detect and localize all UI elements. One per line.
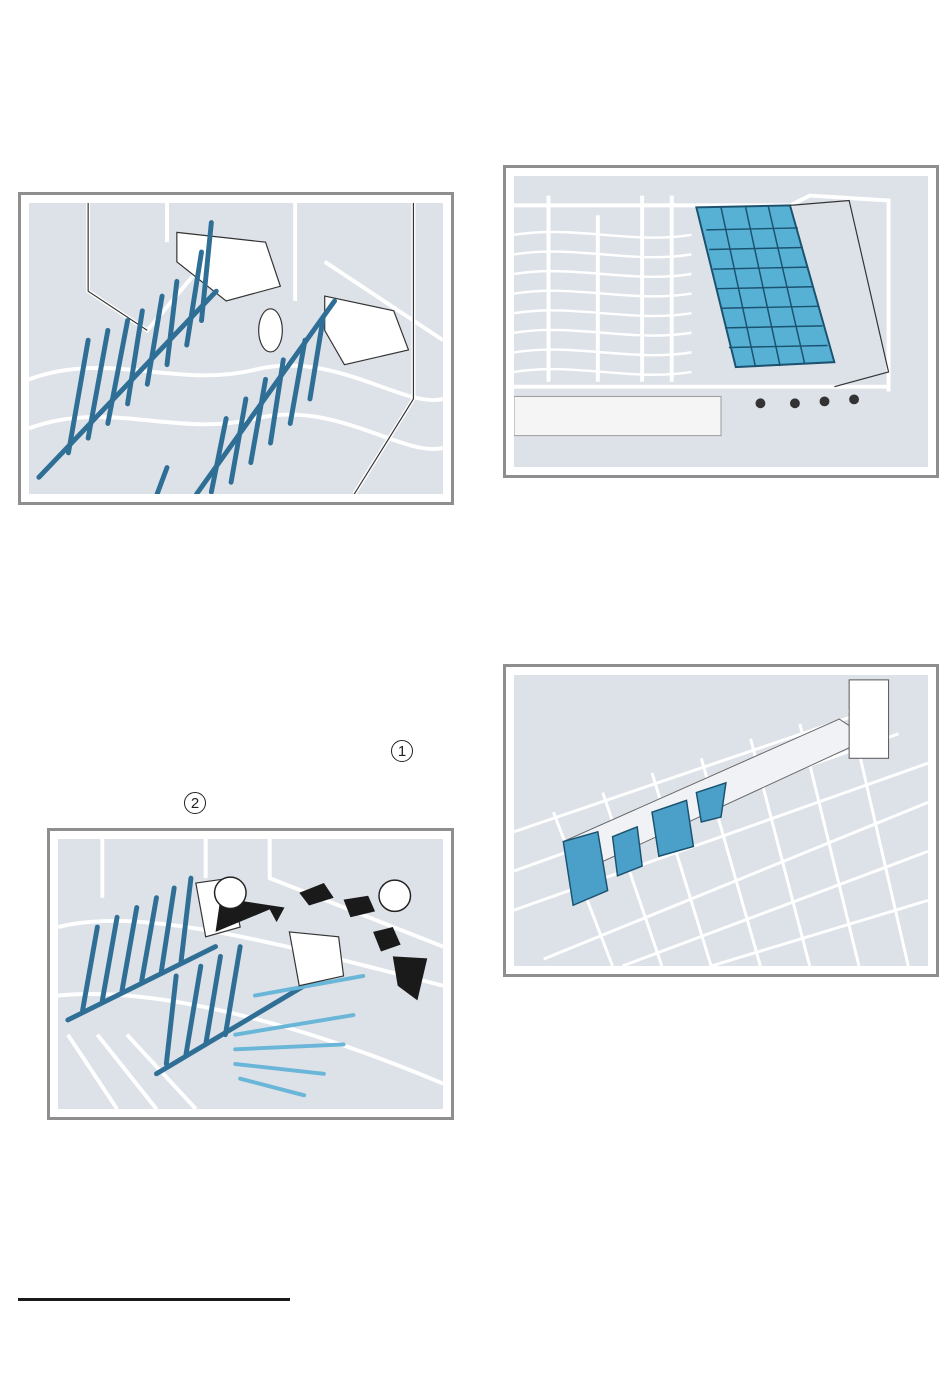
figure-fold-tines-steps	[47, 828, 454, 1120]
figure-cutlery-basket-illustration	[514, 176, 928, 467]
callout-step-2: 2	[184, 792, 206, 814]
callout-step-1: 1	[391, 740, 413, 762]
figure-rack-tines-upright-illustration	[29, 203, 443, 494]
footnote-separator	[18, 1298, 290, 1301]
figure-clips-illustration	[514, 675, 928, 966]
figure-clips	[503, 664, 939, 977]
rack-tines-drawing	[29, 203, 443, 494]
figure-cutlery-basket	[503, 165, 939, 478]
figure-fold-tines-illustration	[58, 839, 443, 1109]
figure-rack-tines-upright	[18, 192, 454, 505]
clips-drawing	[514, 675, 928, 966]
fold-tines-drawing	[58, 839, 443, 1109]
cutlery-basket-drawing	[514, 176, 928, 467]
